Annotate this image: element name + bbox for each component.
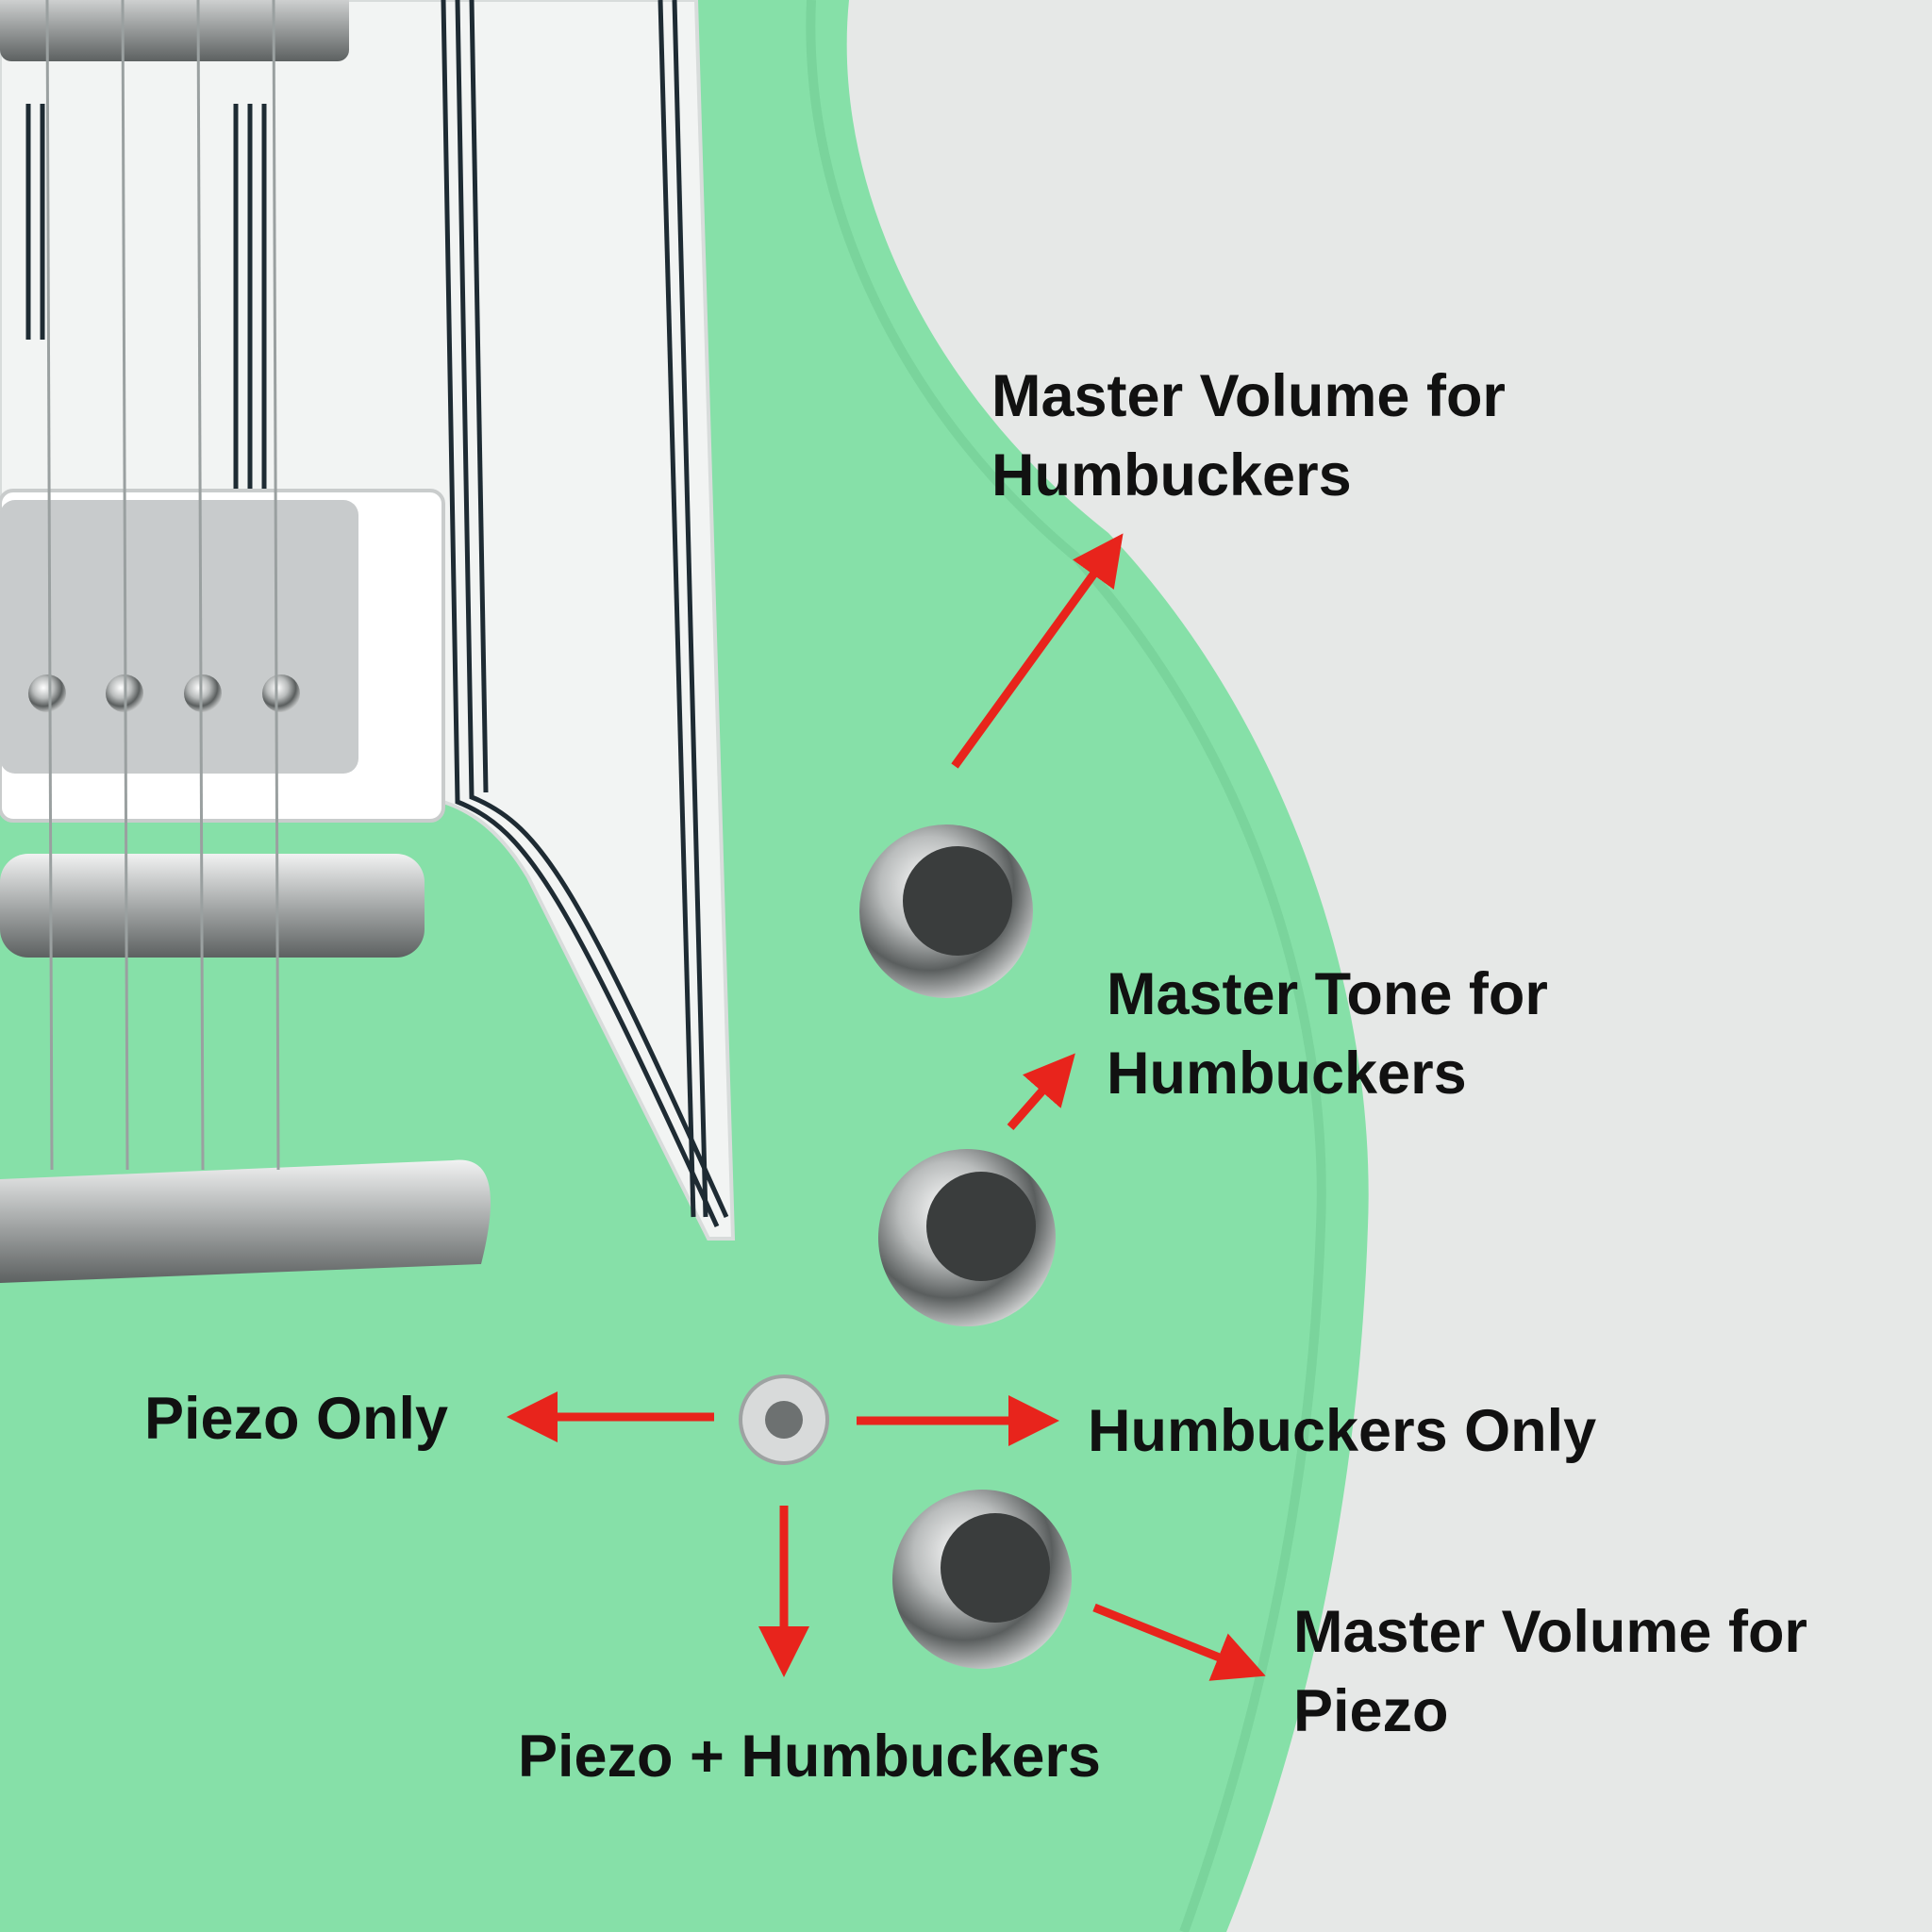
pole-pieces <box>28 675 300 712</box>
pickup-selector-switch[interactable] <box>739 1374 829 1465</box>
label-piezo-plus-humbuckers: Piezo + Humbuckers <box>518 1724 1101 1790</box>
label-line: Master Volume for <box>1293 1599 1807 1665</box>
label-line: Humbuckers <box>991 442 1352 508</box>
body-binding <box>806 0 1326 1932</box>
volume-knob-piezo[interactable] <box>892 1490 1072 1669</box>
label-line: Humbuckers <box>1107 1041 1467 1107</box>
annotation-arrows <box>507 533 1266 1681</box>
label-line: Master Tone for <box>1107 961 1548 1027</box>
label-line: Piezo <box>1293 1678 1449 1744</box>
label-piezo-only: Piezo Only <box>144 1386 449 1452</box>
pickguard-stripes <box>25 0 729 1228</box>
label-line: Master Volume for <box>991 363 1506 429</box>
tone-knob-humbuckers[interactable] <box>878 1149 1056 1326</box>
bridge-pickup <box>0 500 358 774</box>
bridge <box>0 854 425 958</box>
label-humbuckers-only: Humbuckers Only <box>1088 1398 1597 1464</box>
arrow-master-volume-piezo <box>1092 1603 1266 1681</box>
arrow-master-tone-humbuckers <box>1007 1053 1075 1130</box>
strings <box>45 0 280 1171</box>
volume-knob-humbuckers[interactable] <box>859 824 1033 998</box>
arrow-master-volume-humbuckers <box>951 533 1124 769</box>
label-master-volume-humbuckers: Master Volume for Humbuckers <box>991 357 1506 515</box>
tailpiece <box>0 1159 491 1283</box>
label-master-tone-humbuckers: Master Tone for Humbuckers <box>1107 955 1548 1113</box>
label-master-volume-piezo: Master Volume for Piezo <box>1293 1592 1807 1751</box>
neck-pickup <box>0 0 349 61</box>
